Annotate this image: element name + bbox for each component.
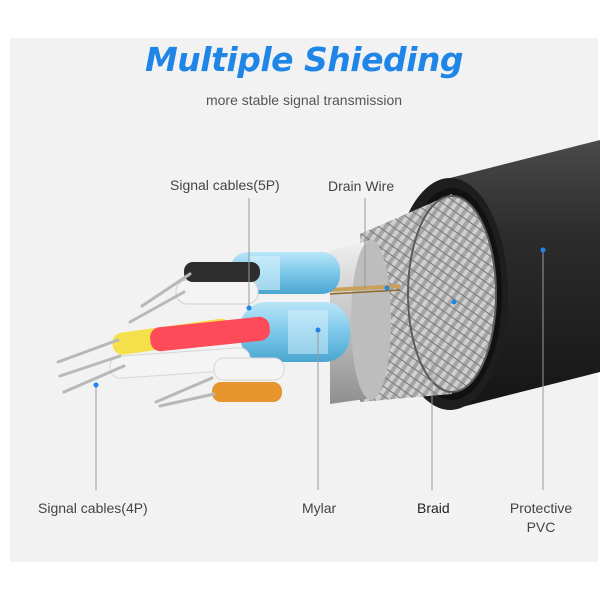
pointer-dot-signal-5p <box>246 305 252 311</box>
leader-lines <box>95 198 544 490</box>
label-protective-pvc-line2: PVC <box>526 519 556 535</box>
page-title: Multiple Shieding <box>144 40 464 79</box>
foil-shield <box>330 240 391 404</box>
pointer-dots <box>93 247 546 388</box>
label-drain-wire: Drain Wire <box>328 178 395 194</box>
mylar-wrapped-pairs <box>230 252 350 362</box>
label-protective-pvc: Protective PVC <box>505 500 577 535</box>
pointer-dot-drain-wire <box>384 285 390 291</box>
label-signal-cables-4p: Signal cables(4P) <box>38 500 148 516</box>
pointer-dot-mylar <box>315 327 321 333</box>
page-subtitle: more stable signal transmission <box>205 92 403 108</box>
label-protective-pvc-line1: Protective <box>509 500 573 516</box>
label-braid: Braid <box>417 500 450 516</box>
pointer-dot-signal-4p <box>93 382 99 388</box>
signal-wire-bundle <box>109 262 285 402</box>
pointer-dot-braid <box>451 299 457 305</box>
pointer-dot-protective-pvc <box>540 247 546 253</box>
label-signal-cables-5p: Signal cables(5P) <box>170 177 280 193</box>
bare-conductor-strands <box>56 272 216 408</box>
label-mylar: Mylar <box>302 500 337 516</box>
